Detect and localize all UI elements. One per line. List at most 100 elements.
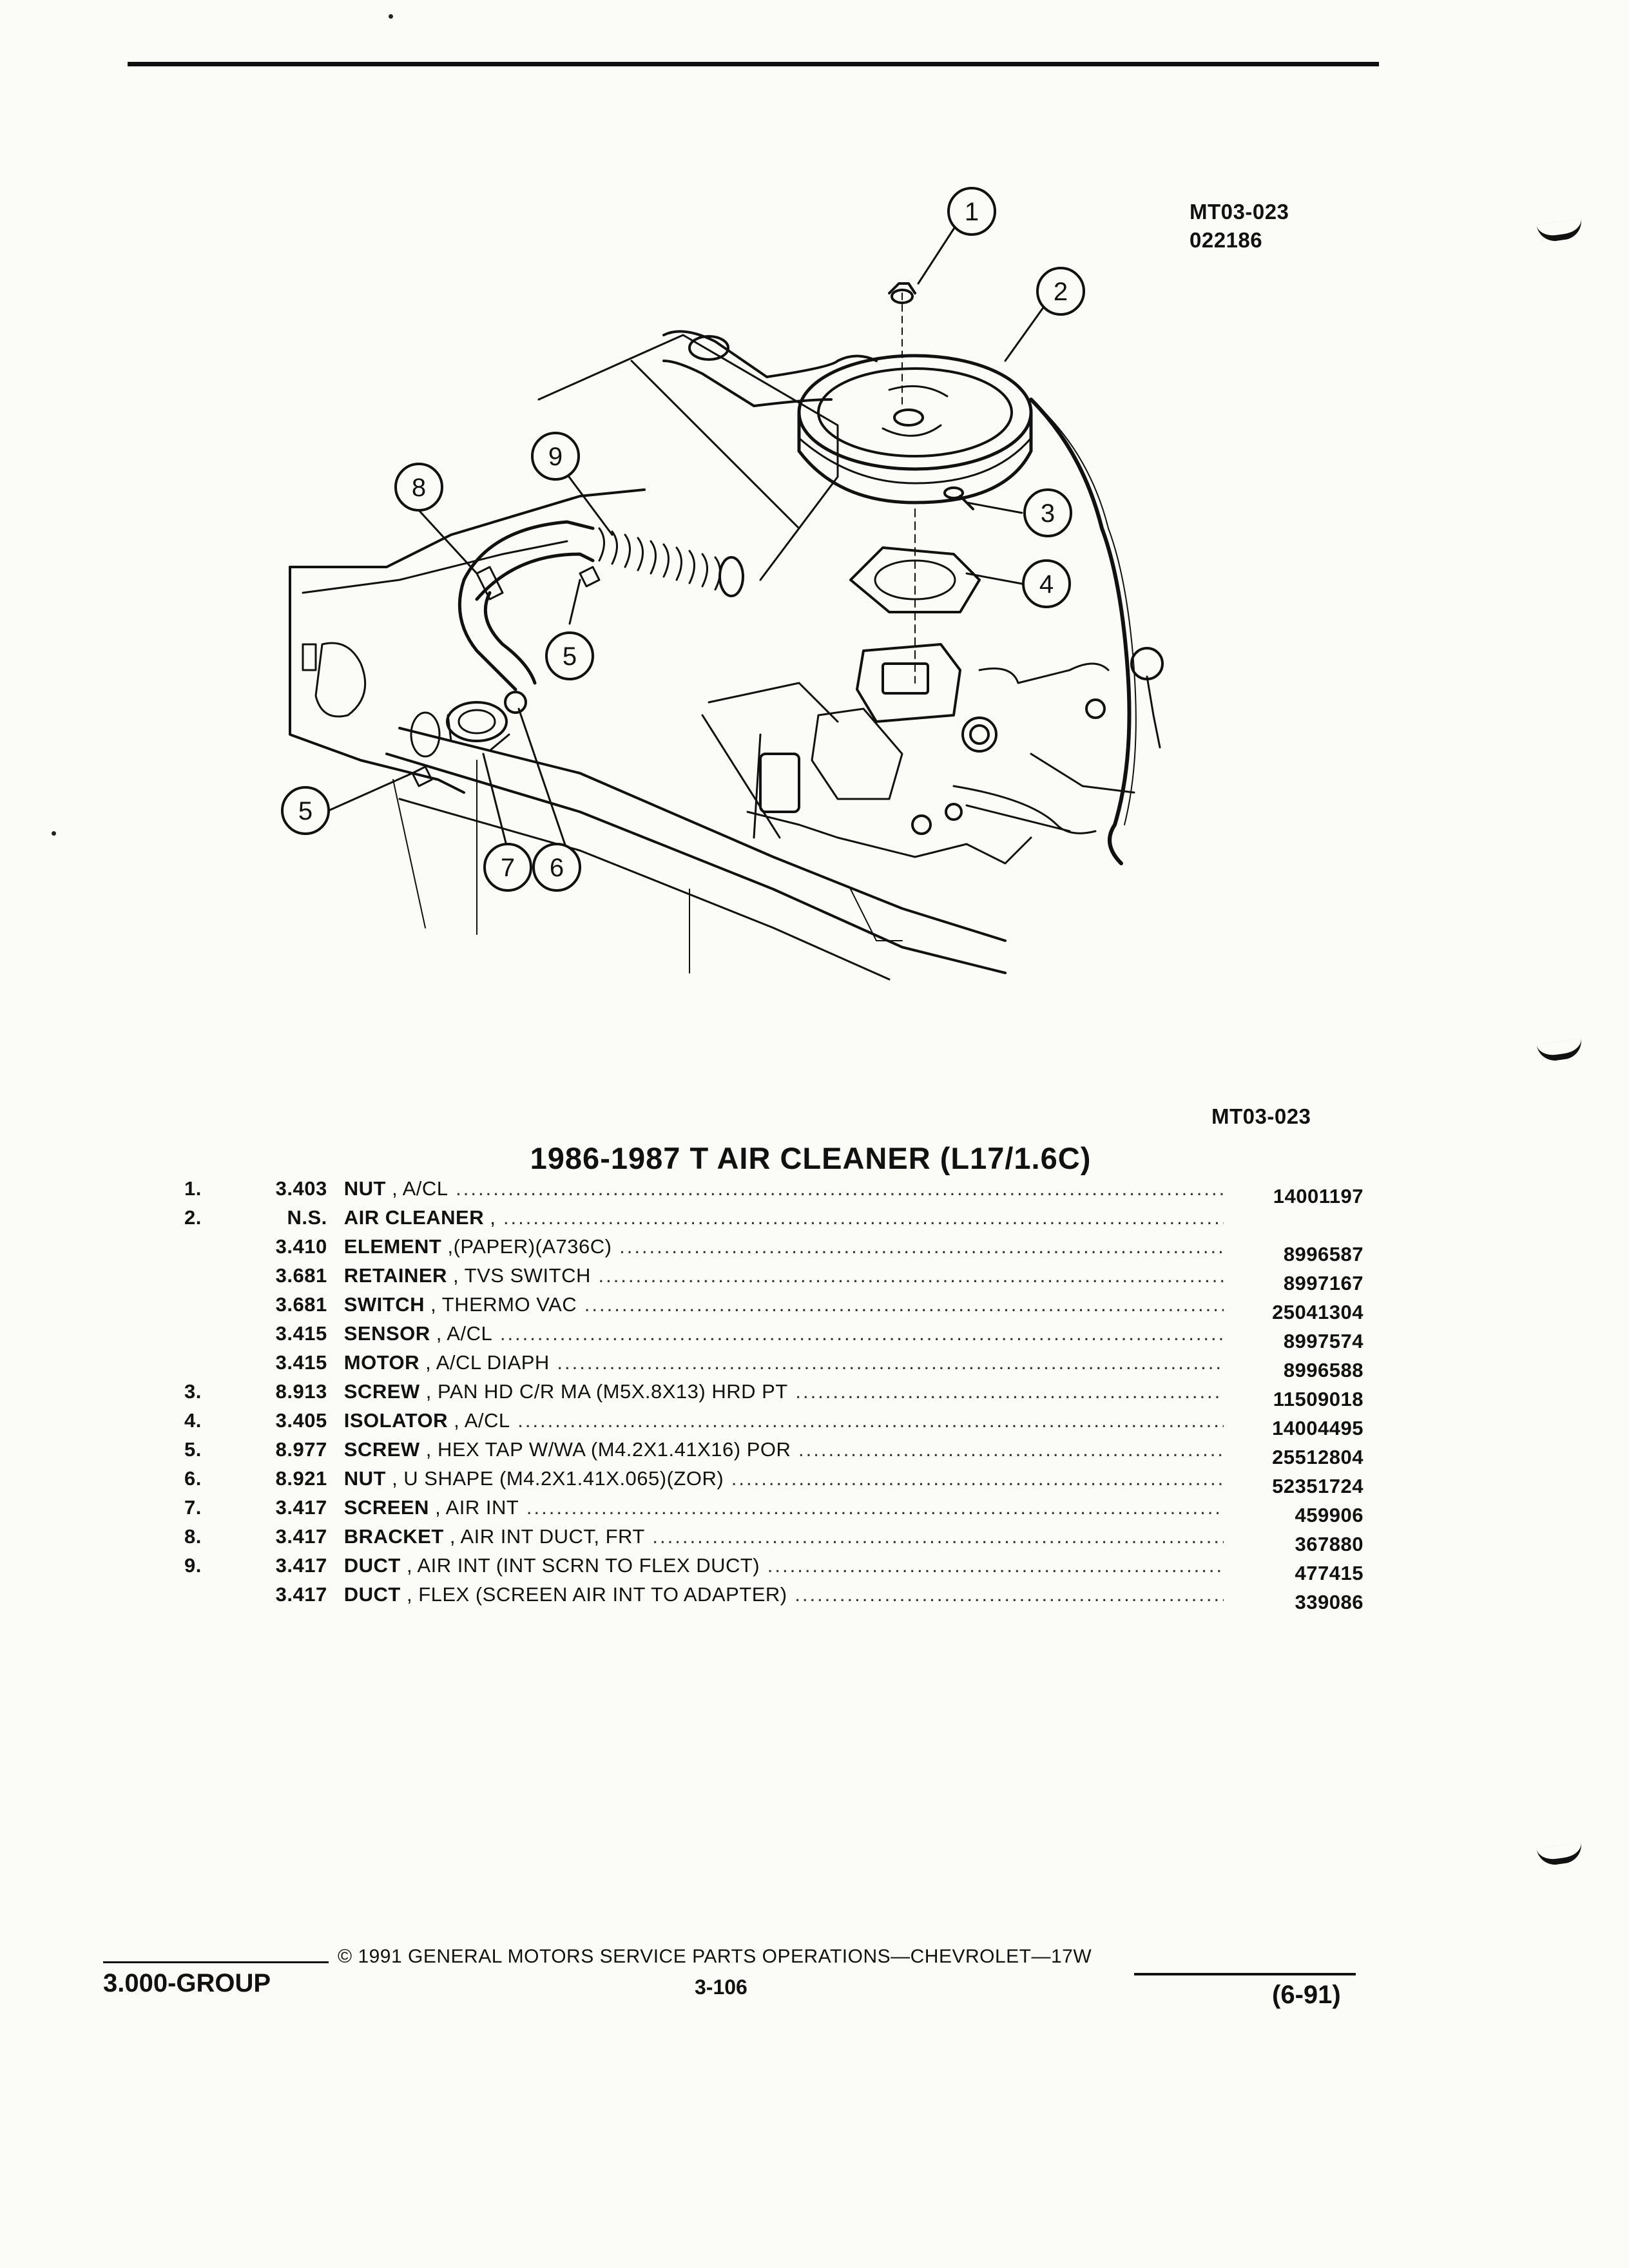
part-number: 477415 — [1295, 1562, 1364, 1584]
callout-circle — [531, 432, 580, 481]
part-description: DUCT , FLEX (SCREEN AIR INT TO ADAPTER) … — [344, 1582, 1224, 1611]
part-name: AIR CLEANER — [343, 1206, 485, 1229]
parts-list-title: 1986-1987 T AIR CLEANER (L17/1.6C) — [0, 1140, 1629, 1176]
table-row: 2.N.S.AIR CLEANER , ....................… — [184, 1206, 1364, 1235]
dot-leader: ........................................… — [598, 1264, 1223, 1287]
part-name: BRACKET — [343, 1525, 444, 1548]
group-code: 3.415 — [275, 1322, 327, 1345]
part-detail: , HEX TAP W/WA (M4.2X1.41X16) POR — [419, 1438, 791, 1461]
callout-label: 4 — [1039, 570, 1054, 599]
part-description: ELEMENT ,(PAPER)(A736C) ................… — [344, 1235, 1224, 1264]
table-row: 5. 8.977 SCREW , HEX TAP W/WA (M4.2X1.41X1… — [184, 1437, 1364, 1468]
part-name: ISOLATOR — [343, 1409, 448, 1432]
group-code: 3.403 — [275, 1177, 327, 1200]
item-number: 8. — [184, 1525, 202, 1548]
callout-circle — [394, 463, 443, 512]
part-detail: , FLEX (SCREEN AIR INT TO ADAPTER) — [400, 1583, 787, 1606]
footer-rule — [103, 1961, 329, 1963]
dot-leader: ........................................… — [731, 1467, 1224, 1490]
part-detail: ,(PAPER)(A736C) — [441, 1235, 612, 1258]
figure-reference: MT03-023 — [1211, 1104, 1311, 1128]
dot-leader: ........................................… — [652, 1525, 1223, 1548]
binder-mark — [1536, 1842, 1584, 1867]
group-code: 8.977 — [275, 1438, 327, 1461]
revision-date: (6-91) — [1272, 1981, 1341, 2009]
part-description: DUCT , AIR INT (INT SCRN TO FLEX DUCT) .… — [344, 1553, 1224, 1582]
dot-leader: ........................................… — [584, 1293, 1224, 1316]
item-number — [184, 1235, 227, 1264]
part-number: 25041304 — [1272, 1301, 1364, 1323]
part-number: 8996587 — [1283, 1243, 1364, 1265]
dot-leader: ........................................… — [456, 1177, 1224, 1200]
callout-circle — [1022, 559, 1071, 608]
part-name: SCREW — [343, 1380, 420, 1403]
part-number: 8997574 — [1283, 1330, 1364, 1352]
dot-leader: ........................................… — [517, 1409, 1224, 1432]
dot-leader: ........................................… — [619, 1235, 1224, 1258]
part-name: NUT — [343, 1177, 386, 1200]
group-code: 3.405 — [275, 1409, 327, 1432]
part-name: SENSOR — [343, 1322, 430, 1345]
part-description: NUT , U SHAPE (M4.2X1.41X.065)(ZOR) ....… — [344, 1466, 1224, 1495]
copyright: © 1991 GENERAL MOTORS SERVICE PARTS OPER… — [338, 1946, 1092, 1967]
item-number: 3. — [184, 1380, 202, 1403]
item-number: 6. — [184, 1467, 202, 1490]
part-description: SCREW , HEX TAP W/WA (M4.2X1.41X16) POR … — [344, 1437, 1224, 1466]
part-description: SCREEN , AIR INT .......................… — [344, 1495, 1224, 1524]
part-number: 367880 — [1295, 1533, 1364, 1555]
callout-label: 5 — [563, 642, 577, 671]
callout-circle — [532, 843, 581, 892]
table-row: 3.415 MOTOR , A/CL DIAPH ................… — [184, 1350, 1364, 1381]
item-number — [184, 1350, 227, 1379]
part-number: 8996588 — [1283, 1359, 1364, 1381]
callout-circle — [281, 786, 330, 835]
part-detail: , PAN HD C/R MA (M5X.8X13) HRD PT — [419, 1380, 788, 1403]
item-number: 1. — [184, 1177, 202, 1200]
item-number: 5. — [184, 1438, 202, 1461]
part-detail: , AIR INT — [429, 1496, 519, 1519]
part-number: 459906 — [1295, 1504, 1364, 1526]
dot-leader: ........................................… — [798, 1438, 1224, 1461]
item-number: 2. — [184, 1206, 202, 1229]
callout-label: 6 — [550, 854, 564, 882]
callout-label: 2 — [1054, 278, 1068, 306]
part-detail: , A/CL — [448, 1409, 510, 1432]
dot-leader: ........................................… — [795, 1380, 1223, 1403]
part-detail: , AIR INT (INT SCRN TO FLEX DUCT) — [400, 1554, 760, 1577]
group-code: 3.415 — [275, 1351, 327, 1374]
part-name: RETAINER — [343, 1264, 447, 1287]
part-number: 52351724 — [1272, 1475, 1364, 1497]
dot-leader: ........................................… — [503, 1206, 1224, 1229]
item-number — [184, 1293, 227, 1321]
title-text: 1986-1987 T AIR CLEANER (L17/1.6C) — [530, 1141, 1092, 1175]
part-name: SCREEN — [343, 1496, 429, 1519]
exploded-view-diagram: 1 2 3 4 5 5 6 7 8 9 — [281, 187, 1164, 981]
item-number — [184, 1582, 227, 1611]
item-number — [184, 1321, 227, 1350]
callout-label: 8 — [412, 474, 426, 502]
callout-label: 3 — [1041, 499, 1055, 528]
footer-rule — [1134, 1973, 1356, 1975]
part-description: MOTOR , A/CL DIAPH .....................… — [344, 1350, 1224, 1379]
part-name: SWITCH — [343, 1293, 425, 1316]
dot-leader: ........................................… — [557, 1351, 1223, 1374]
group-label: 3.000-GROUP — [103, 1969, 271, 1997]
dot-leader: ........................................… — [767, 1554, 1224, 1577]
dot-leader: ........................................… — [526, 1496, 1224, 1519]
part-number: 11509018 — [1273, 1388, 1364, 1410]
part-description: ISOLATOR , A/CL ........................… — [344, 1408, 1224, 1437]
part-name: SCREW — [343, 1438, 420, 1461]
part-name: DUCT — [343, 1554, 401, 1577]
callout-circle — [483, 843, 532, 892]
part-detail: , — [484, 1206, 496, 1229]
part-number: 339086 — [1295, 1591, 1364, 1613]
part-description: SWITCH , THERMO VAC ....................… — [344, 1293, 1224, 1321]
